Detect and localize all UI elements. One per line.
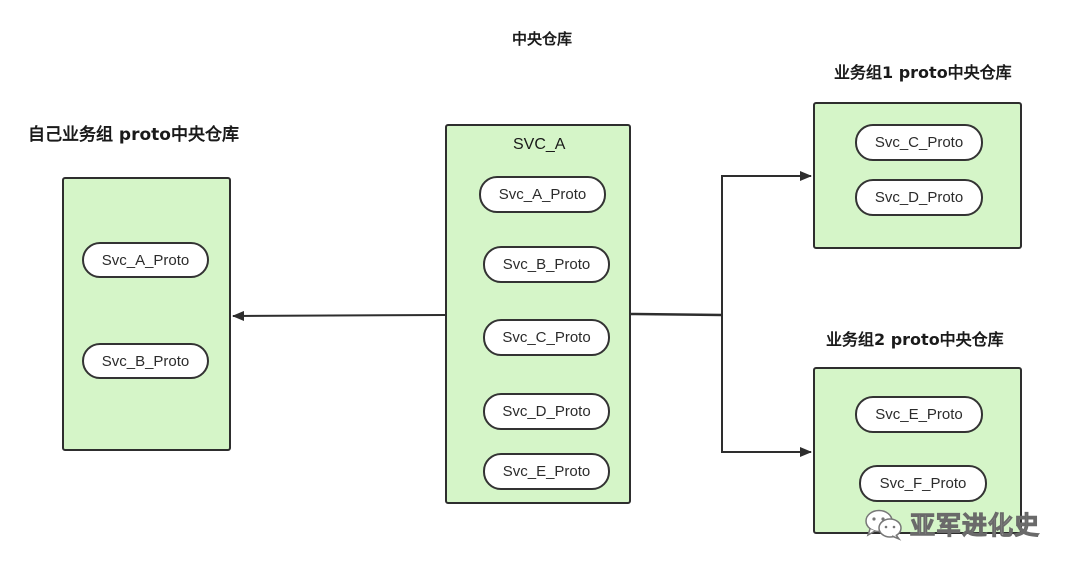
center-proto-e: Svc_E_Proto — [483, 453, 610, 490]
right-group-2-title: 业务组2 proto中央仓库 — [826, 330, 1004, 349]
center-proto-d: Svc_D_Proto — [483, 393, 610, 430]
left-group-title: 自己业务组 proto中央仓库 — [28, 125, 239, 145]
center-group-box: SVC_A Svc_A_Proto Svc_B_Proto Svc_C_Prot… — [445, 124, 631, 504]
right1-proto-c: Svc_C_Proto — [855, 124, 983, 161]
right2-proto-f: Svc_F_Proto — [859, 465, 987, 502]
center-group-title: SVC_A — [513, 136, 566, 153]
right-group-2-box: Svc_E_Proto Svc_F_Proto — [813, 367, 1022, 534]
watermark-text: 亚军进化史 — [909, 511, 1041, 541]
trunk-line — [630, 312, 723, 317]
right2-proto-e: Svc_E_Proto — [855, 396, 983, 433]
left-group-box: Svc_A_Proto Svc_B_Proto — [62, 177, 231, 451]
right-group-1-title: 业务组1 proto中央仓库 — [834, 63, 1012, 82]
left-proto-a: Svc_A_Proto — [82, 242, 209, 278]
left-proto-b: Svc_B_Proto — [82, 343, 209, 379]
center-proto-c: Svc_C_Proto — [483, 319, 610, 356]
wechat-icon — [865, 509, 902, 541]
arrow-to-left-group — [232, 310, 446, 321]
center-proto-a: Svc_A_Proto — [479, 176, 606, 213]
diagram-title: 中央仓库 — [512, 30, 573, 48]
watermark: 亚军进化史 — [864, 506, 1040, 542]
center-proto-b: Svc_B_Proto — [483, 246, 610, 283]
right1-proto-d: Svc_D_Proto — [855, 179, 983, 216]
right-group-1-box: Svc_C_Proto Svc_D_Proto — [813, 102, 1022, 249]
